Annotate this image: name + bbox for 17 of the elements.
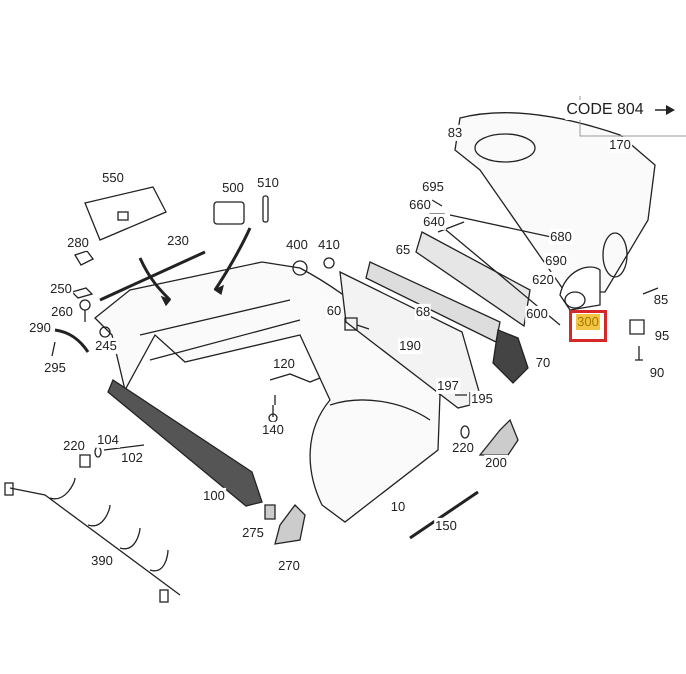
callout-number: 170 (608, 136, 632, 154)
highlight-frame (569, 310, 607, 342)
callout-number: 690 (544, 252, 568, 270)
callout-number: 190 (398, 338, 422, 354)
callout-number: 68 (414, 304, 432, 320)
callout-number: 680 (549, 228, 573, 246)
callout-number: 280 (66, 234, 90, 252)
callout-number: 640 (422, 214, 446, 230)
callout-number: 60 (326, 302, 342, 320)
callout-number: 300 (576, 314, 600, 330)
callout-number: 245 (94, 338, 118, 354)
code-label: CODE 804 (565, 100, 645, 120)
callout-number: 83 (446, 124, 464, 142)
callout-number: 195 (470, 390, 494, 408)
callout-number: 600 (525, 306, 549, 322)
callout-number: 104 (96, 432, 120, 448)
callout-number: 197 (436, 378, 460, 394)
